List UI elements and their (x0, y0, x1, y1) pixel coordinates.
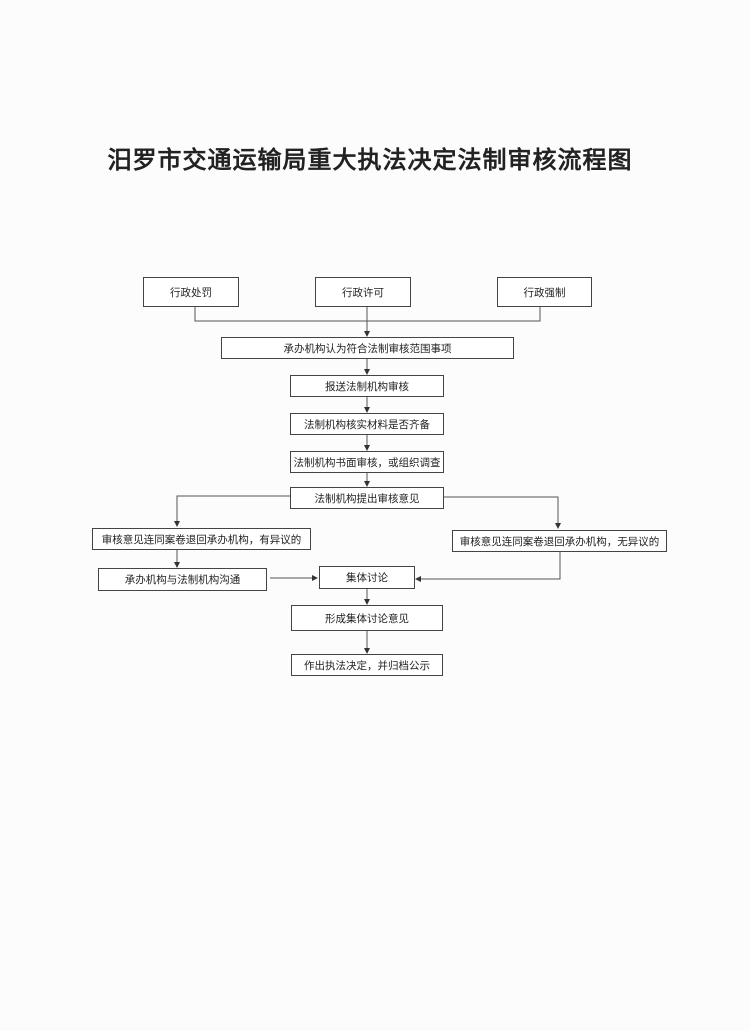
page-title: 汨罗市交通运输局重大执法决定法制审核流程图 (107, 145, 633, 174)
node-scope: 承办机构认为符合法制审核范围事项 (221, 337, 514, 359)
node-objection: 审核意见连同案卷退回承办机构，有异议的 (92, 528, 311, 550)
node-no-objection: 审核意见连同案卷退回承办机构，无异议的 (452, 530, 667, 552)
node-submit: 报送法制机构审核 (290, 375, 444, 397)
node-discussion-opinion: 形成集体讨论意见 (291, 605, 443, 631)
node-penalty: 行政处罚 (143, 277, 239, 307)
node-discussion: 集体讨论 (319, 566, 415, 589)
node-communicate: 承办机构与法制机构沟通 (98, 568, 267, 591)
node-decision: 作出执法决定，并归档公示 (291, 654, 443, 676)
node-enforcement: 行政强制 (497, 277, 592, 307)
node-review: 法制机构书面审核，或组织调查 (290, 451, 444, 473)
node-opinion: 法制机构提出审核意见 (290, 487, 444, 509)
node-verify: 法制机构核实材料是否齐备 (290, 413, 444, 435)
node-permit: 行政许可 (315, 277, 411, 307)
